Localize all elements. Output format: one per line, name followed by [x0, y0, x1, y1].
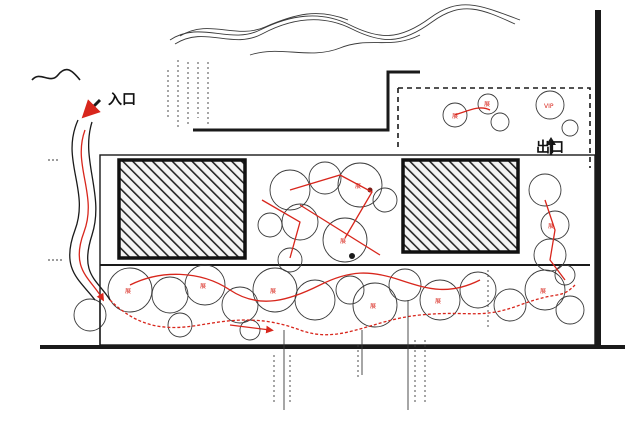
exit-label: 出口 [536, 139, 564, 156]
annex-outline [398, 87, 591, 168]
vertical-notes-top [167, 60, 209, 130]
side-notes [48, 159, 489, 330]
svg-text:展: 展 [370, 303, 376, 310]
vertical-notes-bottom [273, 300, 426, 410]
svg-text:展: 展 [355, 183, 361, 190]
circulation-route [109, 107, 576, 336]
svg-text:展: 展 [340, 238, 346, 245]
svg-text:展: 展 [548, 223, 554, 230]
exit-arrowhead [546, 137, 556, 145]
solid-block-left [117, 158, 247, 260]
top-left-scribble [31, 68, 81, 81]
entrance-label: 入口 [108, 92, 136, 108]
svg-text:展: 展 [125, 288, 131, 295]
bubble-tags: 展 展 VIP 展 展 展 展 展 展 展 展 展 [125, 101, 554, 310]
entrance-flow [69, 98, 111, 302]
upper-wall [193, 70, 420, 132]
plan-boundary [40, 10, 625, 349]
svg-text:展: 展 [484, 101, 490, 108]
marker-dot [349, 253, 355, 259]
svg-text:展: 展 [435, 298, 441, 305]
svg-text:VIP: VIP [544, 103, 554, 110]
svg-text:展: 展 [270, 288, 276, 295]
solid-block-right [401, 158, 520, 254]
svg-text:展: 展 [540, 288, 546, 295]
svg-text:展: 展 [452, 113, 458, 120]
svg-text:展: 展 [200, 283, 206, 290]
bubble-group [73, 90, 585, 341]
top-scribble [169, 4, 521, 56]
